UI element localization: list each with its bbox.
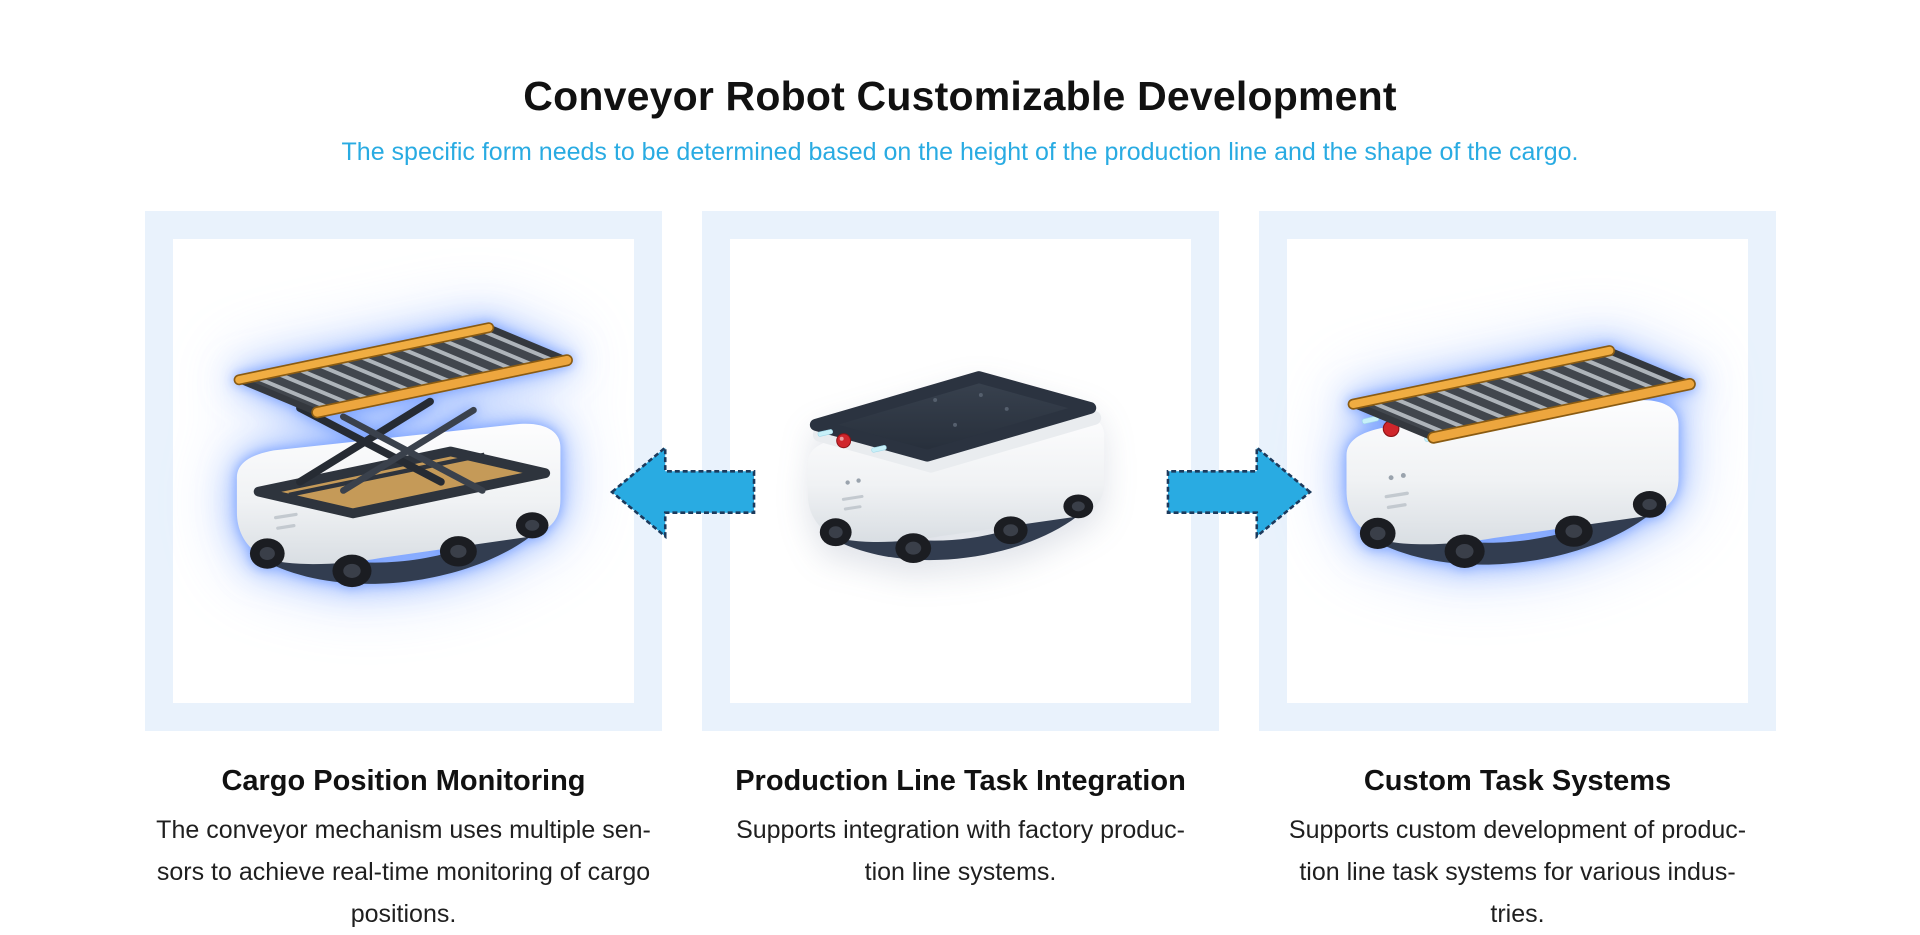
- feature-image-card: [144, 211, 662, 731]
- features-area: Cargo Position Monitoring The conveyor m…: [144, 211, 1776, 935]
- feature-cargo-position-monitoring: Cargo Position Monitoring The conveyor m…: [144, 211, 662, 935]
- block-arrow-right-icon: [1165, 444, 1313, 540]
- feature-heading: Cargo Position Monitoring: [221, 765, 586, 797]
- block-arrow-left-icon: [609, 444, 757, 540]
- feature-heading: Production Line Task Integration: [735, 765, 1186, 797]
- feature-description: The conveyor mechanism uses multiple sen…: [156, 816, 651, 928]
- feature-description: Supports integration with factory produc…: [736, 816, 1185, 886]
- robot-scissor-lift-conveyor-image: [213, 308, 593, 588]
- feature-custom-task-systems: Custom Task Systems Supports custom deve…: [1258, 211, 1776, 935]
- robot-roller-conveyor-top-image: [1346, 326, 1712, 568]
- feature-image-frame: [1286, 239, 1748, 703]
- feature-caption: Cargo Position Monitoring The conveyor m…: [114, 763, 694, 935]
- feature-caption: Custom Task Systems Supports custom deve…: [1228, 763, 1808, 935]
- feature-cards-row: Cargo Position Monitoring The conveyor m…: [144, 211, 1776, 935]
- robot-base-unit-image: [807, 365, 1105, 563]
- feature-image-frame: [729, 239, 1191, 703]
- feature-image-frame: [172, 239, 634, 703]
- feature-heading: Custom Task Systems: [1363, 765, 1672, 797]
- feature-production-line-task-integration: Production Line Task Integration Support…: [701, 211, 1219, 935]
- feature-image-card: [1258, 211, 1776, 731]
- feature-description: Supports custom development of produc- t…: [1288, 816, 1747, 928]
- feature-caption: Production Line Task Integration Support…: [671, 763, 1251, 893]
- page-title: Conveyor Robot Customizable Development: [523, 73, 1397, 119]
- feature-image-card: [701, 211, 1219, 731]
- page-subtitle: The specific form needs to be determined…: [341, 138, 1579, 166]
